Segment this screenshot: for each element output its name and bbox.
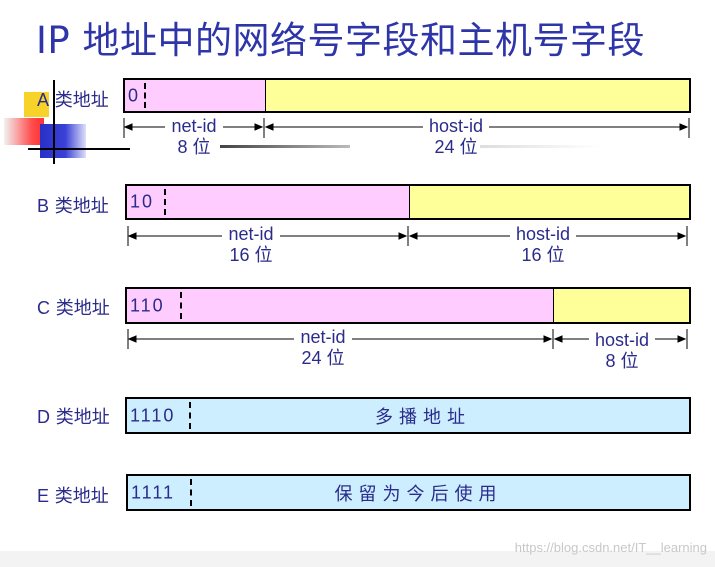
class-c-net-field: 110 [127, 289, 554, 322]
logo-horizontal-line [28, 148, 130, 150]
class-a-address-box: 0 [123, 78, 691, 113]
watermark: https://blog.csdn.net/IT__learning [514, 540, 707, 555]
logo-blue-square [40, 124, 86, 158]
class-c-host-name: host-id [588, 330, 656, 350]
class-b-net-bits: 16 位 [229, 245, 273, 265]
class-e-field: 1111 保留为今后使用 [128, 476, 689, 509]
class-e-address-box: 1111 保留为今后使用 [126, 474, 691, 511]
class-a-divider [144, 83, 146, 108]
class-b-label: B 类地址 [37, 192, 109, 218]
shadow-line-2 [480, 145, 600, 148]
class-e-letter: E [37, 486, 50, 506]
class-c-divider [180, 292, 182, 319]
class-e-field-text: 保留为今后使用 [334, 483, 503, 505]
class-b-divider [164, 189, 166, 215]
class-c-net-bits: 24 位 [301, 348, 345, 368]
page-title: IP 地址中的网络号字段和主机号字段 [36, 19, 645, 62]
class-b-host-dim: host-id 16 位 [493, 224, 593, 266]
class-c-label: C 类地址 [37, 294, 110, 320]
class-c-host-field [554, 289, 689, 322]
class-c-letter: C [37, 298, 50, 318]
class-b-host-bits: 16 位 [521, 245, 565, 265]
class-a-net-name: net-id [165, 116, 223, 136]
class-c-address-box: 110 [125, 287, 691, 324]
class-e-label: E 类地址 [37, 482, 109, 508]
logo-vertical-line [53, 80, 55, 164]
class-a-label: A 类地址 [37, 86, 109, 112]
class-a-net-dim: net-id 8 位 [149, 116, 239, 158]
logo-yellow-square [24, 92, 49, 117]
class-c-net-dim: net-id 24 位 [278, 327, 368, 369]
logo-red-square [4, 118, 44, 145]
class-a-host-field [266, 80, 689, 111]
class-b-bits: 10 [130, 191, 155, 212]
class-d-label: D 类地址 [37, 403, 110, 429]
class-d-field: 1110 多播地址 [127, 399, 689, 432]
class-a-bits: 0 [128, 85, 141, 105]
class-c-host-dim: host-id 8 位 [572, 330, 672, 372]
class-c-suffix: 类地址 [55, 298, 110, 319]
class-b-dimensions: net-id 16 位 host-id 16 位 [125, 224, 691, 272]
class-a-host-dim: host-id 24 位 [406, 116, 506, 158]
class-a-dimensions: net-id 8 位 host-id 24 位 [123, 116, 691, 164]
class-d-divider [189, 402, 191, 429]
class-d-bits: 1110 [130, 405, 176, 425]
class-b-net-field: 10 [127, 186, 410, 218]
class-a-letter: A [37, 90, 50, 110]
shadow-line-1 [220, 145, 350, 148]
class-b-host-field [410, 186, 689, 218]
class-c-net-name: net-id [294, 327, 352, 347]
class-a-suffix: 类地址 [54, 90, 109, 111]
class-d-field-text: 多播地址 [375, 406, 471, 428]
class-d-letter: D [37, 407, 50, 427]
class-c-host-bits: 8 位 [605, 351, 639, 371]
class-d-address-box: 1110 多播地址 [125, 397, 691, 434]
class-a-net-field: 0 [125, 80, 266, 111]
class-b-suffix: 类地址 [54, 196, 109, 217]
class-b-net-dim: net-id 16 位 [206, 224, 296, 266]
class-d-suffix: 类地址 [55, 407, 110, 428]
class-e-bits: 1111 [131, 482, 176, 502]
class-e-divider [190, 479, 192, 506]
class-c-bits: 110 [130, 295, 165, 315]
class-b-address-box: 10 [125, 184, 691, 220]
decorative-logo [0, 80, 130, 170]
class-e-suffix: 类地址 [54, 486, 109, 507]
class-b-host-name: host-id [509, 224, 577, 244]
class-b-letter: B [37, 196, 50, 216]
class-c-dimensions: net-id 24 位 host-id 8 位 [125, 327, 691, 375]
class-a-host-bits: 24 位 [434, 137, 478, 157]
class-a-net-bits: 8 位 [177, 137, 211, 157]
class-b-net-name: net-id [222, 224, 280, 244]
class-a-host-name: host-id [422, 116, 490, 136]
bottom-bar [0, 551, 715, 567]
